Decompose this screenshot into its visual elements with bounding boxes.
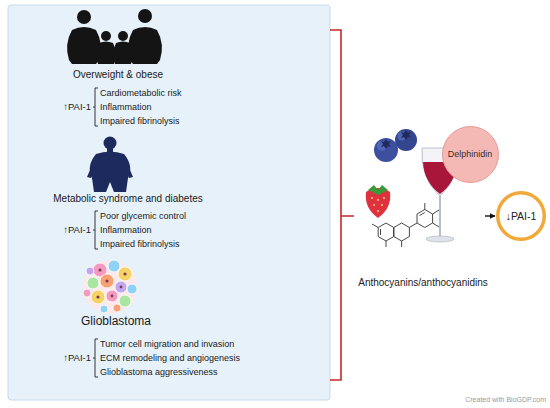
strawberry [366, 185, 391, 218]
art-shape [383, 197, 385, 199]
art-shape [106, 290, 118, 302]
art-shape [442, 126, 498, 182]
label-text: Metabolic syndrome and diabetes [53, 193, 203, 205]
art-shape [115, 281, 127, 293]
art-shape [93, 339, 98, 377]
label-text: ↑PAI-1 [63, 102, 91, 113]
chemical-structure [372, 203, 439, 247]
art-shape [409, 223, 417, 228]
node-text: ↓PAI-1 [506, 210, 537, 222]
art-shape [113, 42, 133, 65]
art-shape [101, 31, 111, 41]
node-text: Anthocyanins/anthocyanidins [358, 277, 488, 289]
art-shape [113, 304, 121, 312]
art-shape [100, 274, 114, 288]
pai1-circle: ↓PAI-1 [496, 191, 546, 241]
art-shape [417, 210, 433, 228]
art-shape [98, 268, 101, 271]
art-shape [401, 241, 402, 247]
art-shape [424, 203, 425, 210]
art-shape [91, 290, 105, 304]
art-shape [104, 137, 117, 150]
left-panel [8, 5, 330, 400]
art-shape [395, 129, 417, 151]
art-shape [420, 213, 425, 216]
label-text: Inflammation [100, 225, 152, 235]
art-shape [498, 193, 545, 240]
delphinidin-circle: Delphinidin [442, 126, 499, 183]
art-shape [96, 42, 116, 65]
label-text: Glioblastoma [81, 315, 151, 329]
art-shape [111, 295, 114, 298]
art-shape [380, 229, 381, 235]
art-shape [378, 223, 394, 241]
cell-cluster [83, 260, 137, 314]
label-text: Impaired fibrinolysis [100, 116, 180, 126]
body-silhouette [87, 137, 133, 193]
art-shape [373, 204, 375, 206]
art-shape [372, 224, 378, 228]
art-shape [377, 199, 379, 201]
label-text: Overweight & obese [73, 69, 163, 81]
label-text: Poor glycemic control [100, 211, 186, 221]
list-bracket [93, 88, 98, 377]
art-shape [77, 10, 91, 24]
fruit-illustration [362, 168, 484, 264]
art-shape [67, 27, 101, 64]
art-shape [128, 27, 162, 64]
art-shape [439, 196, 441, 238]
art-shape [83, 260, 137, 314]
art-shape [368, 185, 388, 195]
art-shape [83, 289, 91, 297]
art-shape [119, 295, 131, 307]
art-shape [123, 272, 126, 275]
label-text: Cardiometabolic risk [100, 88, 182, 98]
label-text: Created with BioGDP.com [465, 396, 546, 404]
art-shape [371, 197, 373, 199]
art-shape [374, 138, 398, 162]
art-shape [100, 305, 108, 313]
art-shape [87, 156, 99, 178]
art-shape [381, 204, 383, 206]
art-shape [105, 279, 108, 282]
label-text: Tumor cell migration and invasion [100, 339, 234, 349]
art-shape [93, 88, 98, 126]
art-shape [426, 236, 454, 242]
art-shape [433, 223, 439, 227]
art-shape [433, 210, 439, 214]
art-shape [377, 210, 379, 212]
art-shape [401, 130, 411, 140]
art-shape [394, 223, 410, 241]
art-shape [96, 268, 126, 298]
art-shape [87, 277, 99, 289]
art-shape [138, 9, 152, 23]
art-shape [96, 295, 99, 298]
art-shape [127, 284, 137, 294]
label-text: ↑PAI-1 [63, 225, 91, 236]
art-shape [118, 267, 132, 281]
label-text: Impaired fibrinolysis [100, 239, 180, 249]
blueberries [374, 129, 417, 162]
art-shape [386, 241, 387, 247]
art-shape [381, 139, 391, 149]
art-shape [86, 267, 94, 275]
art-shape [371, 197, 385, 212]
obese-family-icon [67, 9, 162, 64]
art-shape [120, 286, 123, 289]
label-text: Inflammation [100, 102, 152, 112]
label-text: Glioblastoma aggressiveness [100, 367, 218, 377]
art-shape [362, 168, 484, 264]
red-bracket [330, 30, 354, 380]
arrow-connector [485, 215, 495, 216]
label-text: ↑PAI-1 [63, 353, 91, 364]
art-shape [118, 31, 128, 41]
label-text: ECM remodeling and angiogenesis [100, 353, 240, 363]
art-shape [121, 156, 133, 178]
art-shape [108, 260, 120, 272]
compound-ellipse: Anthocyanins/anthocyanidinsDelphinidin [362, 168, 484, 264]
node-text: Delphinidin [448, 149, 493, 159]
art-shape [93, 211, 98, 249]
